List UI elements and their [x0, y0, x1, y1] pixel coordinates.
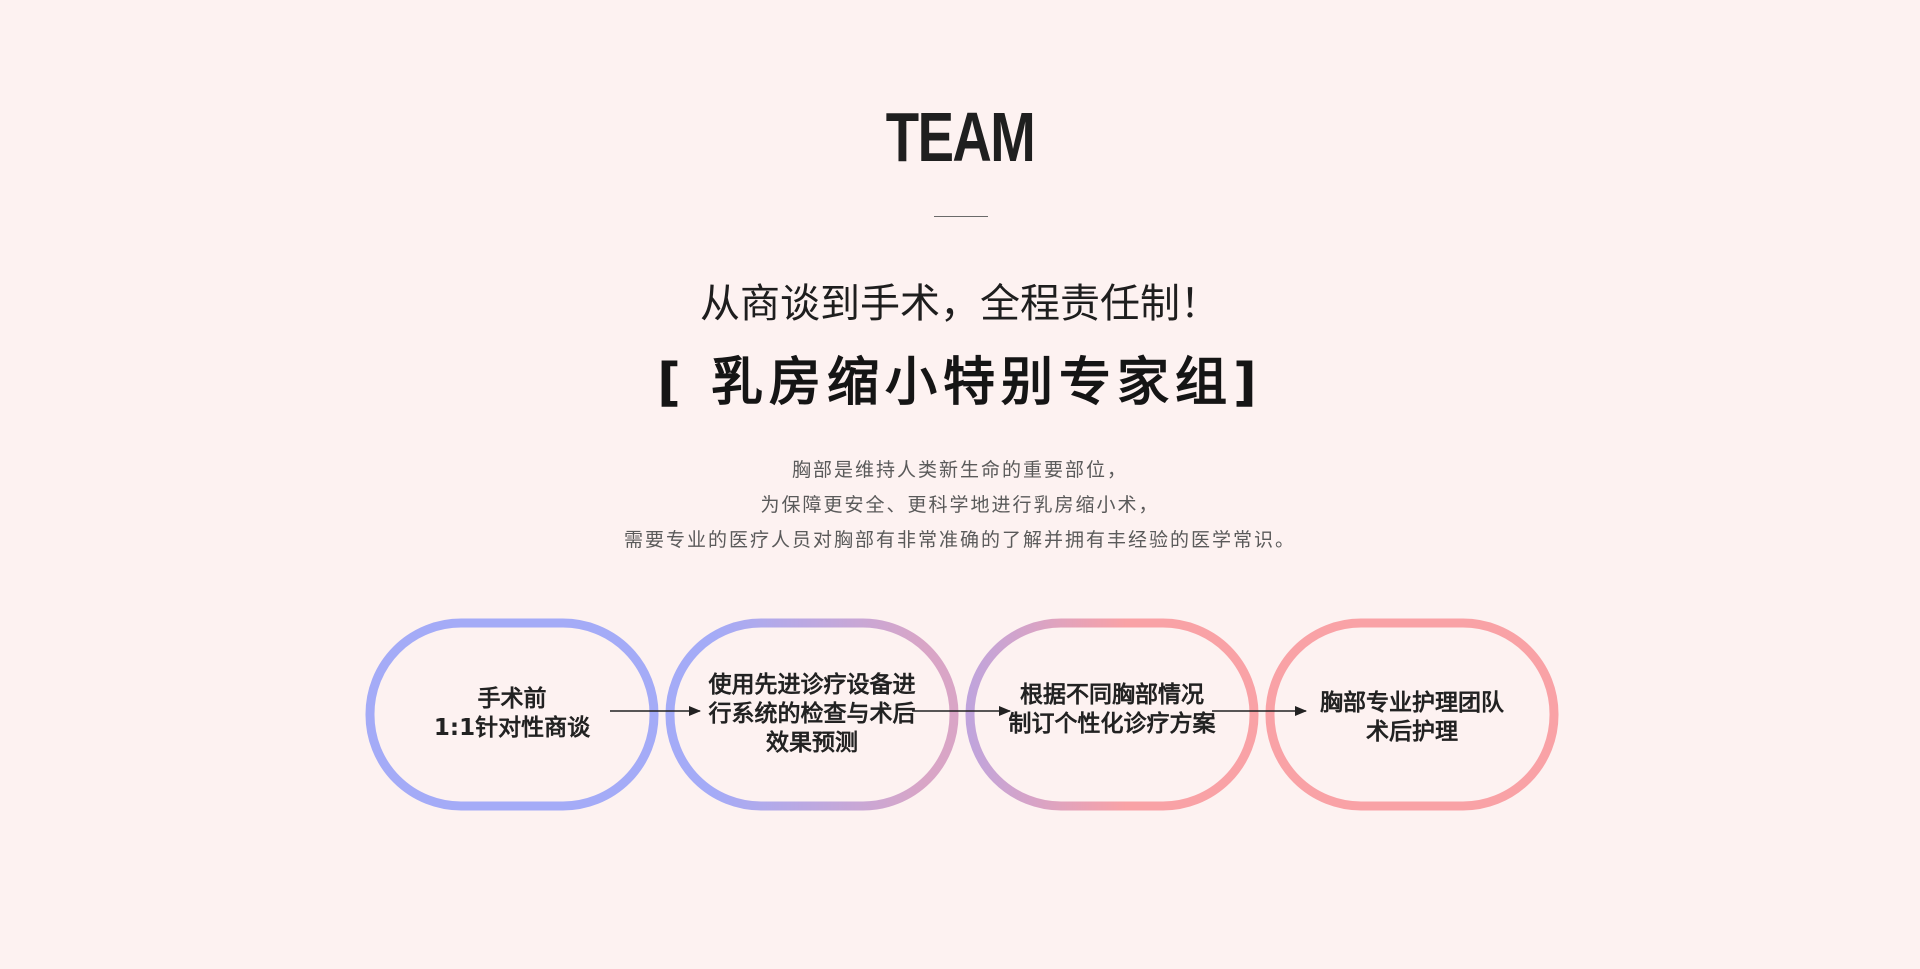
step-1-line-2: 1:1针对性商谈 — [433, 715, 591, 741]
step-4-label: 胸部专业护理团队 术后护理 — [1297, 668, 1527, 768]
step-4-capsule — [1265, 618, 1559, 811]
step-3-capsule — [965, 618, 1259, 811]
step-3-label: 根据不同胸部情况 制订个性化诊疗方案 — [997, 660, 1227, 760]
team-heading: TEAM — [885, 98, 1036, 176]
step-2-line-3: 效果预测 — [766, 729, 858, 756]
description-line-3: 需要专业的医疗人员对胸部有非常准确的了解并拥有丰经验的医学常识。 — [623, 529, 1296, 551]
step-4-line-1: 胸部专业护理团队 — [1320, 690, 1504, 716]
step-2-line-1: 使用先进诊疗设备进 — [708, 671, 916, 698]
step-1-label: 手术前 1:1针对性商谈 — [397, 664, 627, 764]
slogan: 从商谈到手术，全程责任制！ — [700, 281, 1220, 327]
step-3-line-1: 根据不同胸部情况 — [1020, 682, 1204, 708]
step-1-capsule — [365, 618, 659, 811]
description-line-2: 为保障更安全、更科学地进行乳房缩小术， — [760, 494, 1160, 516]
step-4-line-2: 术后护理 — [1366, 719, 1458, 745]
step-2-label: 使用先进诊疗设备进 行系统的检查与术后 效果预测 — [697, 664, 927, 764]
title-divider — [934, 216, 988, 217]
group-title: [ 乳房缩小特别专家组] — [657, 353, 1263, 413]
description-line-1: 胸部是维持人类新生命的重要部位， — [791, 459, 1128, 481]
description: 胸部是维持人类新生命的重要部位， 为保障更安全、更科学地进行乳房缩小术， 需要专… — [0, 453, 1920, 558]
step-2-line-2: 行系统的检查与术后 — [708, 700, 916, 727]
step-3-line-2: 制订个性化诊疗方案 — [1008, 711, 1216, 737]
step-2-capsule — [665, 618, 959, 811]
step-1-line-1: 手术前 — [477, 686, 547, 712]
